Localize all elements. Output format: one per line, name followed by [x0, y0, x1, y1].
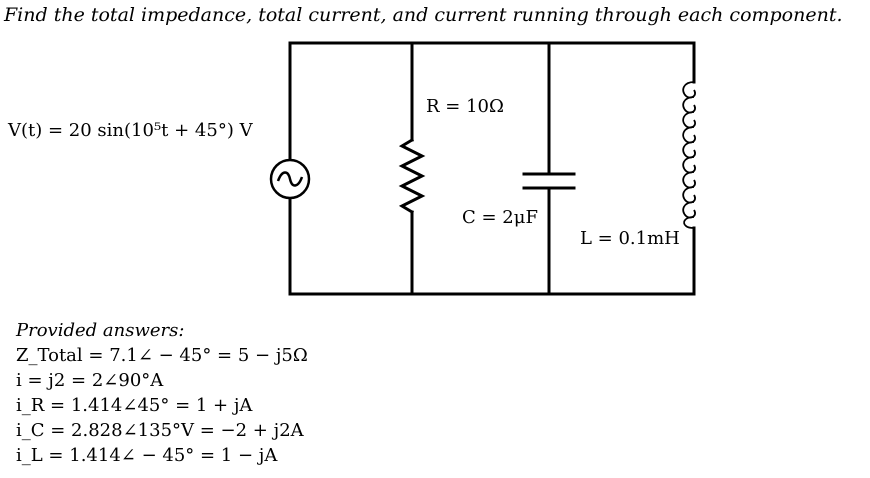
inductor-coil-icon	[682, 81, 696, 229]
ac-source-icon	[269, 158, 311, 200]
answer-z-total: Z_Total = 7.1∠ − 45° = 5 − j5Ω	[16, 345, 308, 366]
answers-heading: Provided answers:	[16, 320, 185, 341]
resistor-icon	[398, 137, 426, 215]
inductor-label: L = 0.1mH	[580, 228, 680, 249]
question-text: Find the total impedance, total current,…	[4, 4, 843, 26]
resistor-label: R = 10Ω	[426, 96, 504, 117]
answer-i-l: i_L = 1.414∠ − 45° = 1 − jA	[16, 445, 278, 466]
capacitor-label: C = 2μF	[462, 207, 538, 228]
source-label: V(t) = 20 sin(10⁵t + 45°) V	[8, 120, 253, 141]
answer-i-r: i_R = 1.414∠45° = 1 + jA	[16, 395, 253, 416]
answer-i-total: i = j2 = 2∠90°A	[16, 370, 164, 391]
answers-block: Provided answers: Z_Total = 7.1∠ − 45° =…	[16, 318, 308, 468]
answer-i-c: i_C = 2.828∠135°V = −2 + j2A	[16, 420, 304, 441]
